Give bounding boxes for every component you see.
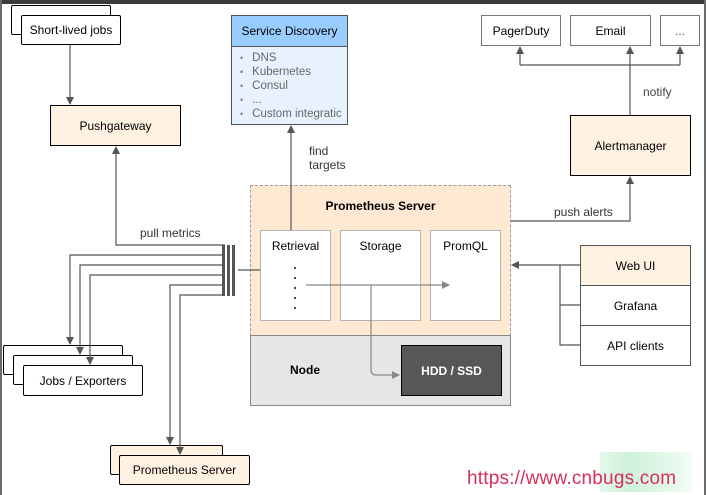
hdd-ssd-node[interactable]: HDD / SSD [401,345,502,396]
window-left-border [0,0,2,495]
edge-label-push-alerts: push alerts [554,205,613,219]
edge-clients-trunk [559,265,580,346]
pagerduty-label: PagerDuty [492,23,550,38]
storage-label: Storage [359,239,402,253]
sd-item: Custom integratic [240,107,347,121]
jobs-exporters-node[interactable]: Jobs / Exporters [23,365,143,396]
more-receivers-node[interactable]: ... [660,15,700,46]
storage-node[interactable]: Storage [340,230,421,321]
service-discovery-title: Service Discovery [232,16,347,47]
edge-bus-jobs-1 [66,254,222,345]
edge-bus-fed-2 [176,294,222,455]
retrieval-label: Retrieval [271,239,320,253]
service-discovery-node[interactable]: Service Discovery DNS Kubernetes Consul … [231,15,348,125]
more-receivers-label: ... [674,23,685,38]
alertmanager-label: Alertmanager [594,138,667,153]
window-right-border [704,0,706,495]
api-clients-label: API clients [607,338,664,353]
scrape-bus-bar [222,245,235,296]
edge-push-alerts [511,176,634,222]
promql-label: PromQL [443,239,488,253]
pagerduty-node[interactable]: PagerDuty [481,15,561,46]
web-ui-label: Web UI [615,258,656,273]
promql-node[interactable]: PromQL [430,230,501,321]
sd-item: Consul [240,79,347,93]
watermark-background [600,452,692,492]
web-ui-node[interactable]: Web UI [580,245,691,286]
alertmanager-node[interactable]: Alertmanager [570,115,691,176]
edge-pull-pushgateway [112,146,225,246]
retrieval-dots [293,266,297,310]
window-top-border [0,0,706,4]
service-discovery-list: DNS Kubernetes Consul ... Custom integra… [232,47,347,121]
hdd-ssd-label: HDD / SSD [421,363,482,378]
pushgateway-node[interactable]: Pushgateway [50,105,181,146]
short-lived-jobs-label: Short-lived jobs [29,23,113,37]
grafana-node[interactable]: Grafana [580,285,691,326]
edge-bus-jobs-2 [76,264,222,355]
watermark-url: https://www.cnbugs.com [467,468,677,489]
prometheus-server-federated-label: Prometheus Server [132,463,237,477]
prometheus-server-federated-node[interactable]: Prometheus Server [119,455,250,485]
edge-label-targets: targets [309,158,346,172]
prometheus-server-title: Prometheus Server [325,199,436,213]
jobs-exporters-label: Jobs / Exporters [39,373,127,388]
api-clients-node[interactable]: API clients [580,325,691,366]
email-label: Email [595,23,626,38]
retrieval-node[interactable]: Retrieval [260,230,331,321]
sd-item: Kubernetes [240,65,347,79]
edge-label-pull-metrics: pull metrics [140,226,201,240]
short-lived-jobs-node[interactable]: Short-lived jobs [21,15,121,45]
grafana-label: Grafana [613,298,658,313]
sd-item: DNS [240,51,347,65]
sd-item: ... [240,93,347,107]
edge-bus-fed-1 [166,284,222,445]
edge-storage-hdd [370,285,400,379]
email-node[interactable]: Email [570,15,651,46]
edge-label-find: find [309,144,329,158]
edge-bus-jobs-3 [86,274,222,365]
node-label: Node [290,363,320,377]
pushgateway-label: Pushgateway [79,118,152,133]
edge-label-notify: notify [643,85,672,99]
